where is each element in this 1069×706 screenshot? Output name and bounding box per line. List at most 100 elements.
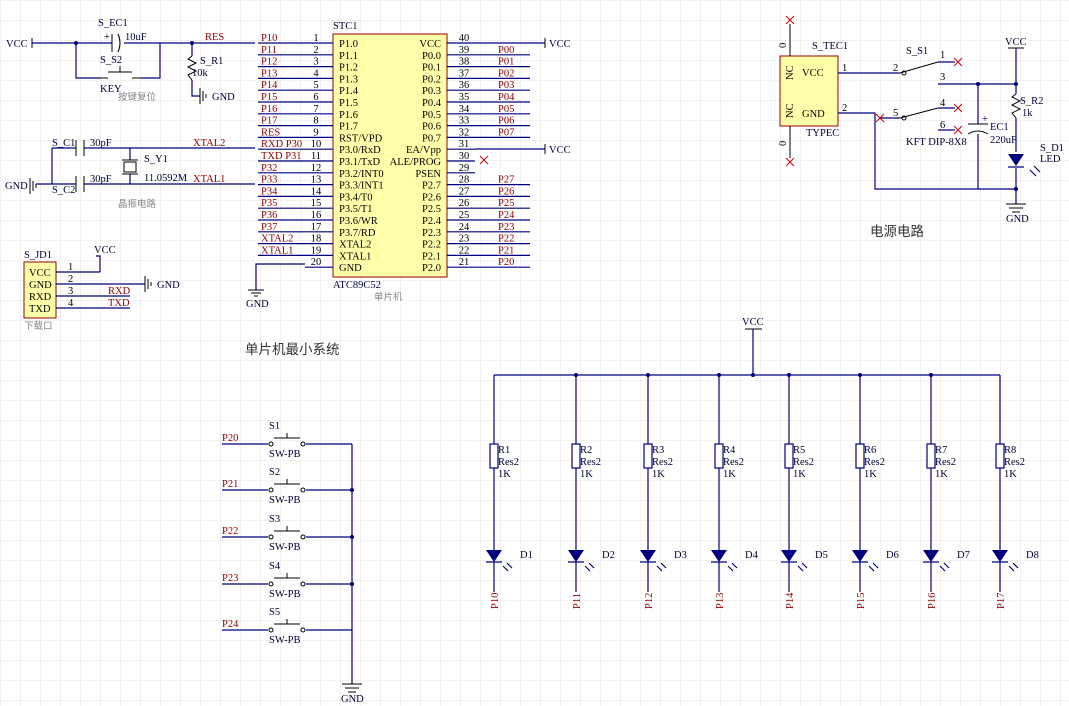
led-resistor-body: [784, 443, 794, 469]
button-contact-right: [300, 627, 306, 633]
download-pin-name: VCC: [29, 268, 51, 279]
led-resistor-ref: R5: [793, 445, 805, 456]
led-resistor-ref: R2: [580, 445, 592, 456]
button-type-label: SW-PB: [269, 589, 301, 600]
mcu-pin-name: P2.2: [422, 240, 441, 251]
mcu-pin-number: 34: [459, 104, 470, 115]
crystal-y1-ref: S_Y1: [144, 154, 168, 165]
button-ref: S3: [269, 514, 280, 525]
mcu-pin-number: 16: [311, 210, 322, 221]
reset-res-value: 10k: [192, 68, 209, 79]
r2-value: 1k: [1022, 108, 1033, 119]
gnd-symbol-mcu: [248, 289, 264, 297]
dip-label: KFT DIP-8X8: [906, 137, 967, 148]
dip-switch-blades: [899, 61, 939, 119]
mcu-pin-number: 6: [313, 92, 318, 103]
button-actuator: [274, 619, 300, 625]
mcu-pin-number: 9: [313, 127, 318, 138]
led-diode-bar: [852, 561, 879, 572]
download-pin-number: 2: [68, 274, 73, 285]
mcu-pin-number: 10: [311, 139, 322, 150]
mcu-pin-name: P0.6: [422, 122, 441, 133]
led-resistor-value: 1K: [935, 469, 948, 480]
mcu-pin-name: VCC: [419, 39, 441, 50]
led-diode-bar: [568, 561, 595, 572]
dip-contact-5: [901, 115, 907, 121]
mcu-pin-name: P2.5: [422, 204, 441, 215]
section-title-mcu: 单片机最小系统: [245, 342, 340, 358]
mcu-pin-number: 32: [459, 127, 470, 138]
button-net-label: P21: [222, 479, 238, 490]
mcu-pin-name: P3.6/WR: [339, 216, 378, 227]
led-net-label: P14: [785, 592, 796, 609]
button-actuator: [274, 573, 300, 579]
button-net-label: P22: [222, 526, 238, 537]
dip-pin-3: 3: [940, 72, 945, 83]
button-gnd-junction: [350, 582, 354, 586]
mcu-net-label: P04: [498, 92, 515, 103]
mcu-chip[interactable]: STC1 1P1.0P102P1.1P113P1.2P124P1.3P135P1…: [246, 21, 571, 310]
led-net-label: P13: [715, 593, 726, 609]
led-resistor-type: Res2: [793, 457, 814, 468]
mcu-pin-name: P2.7: [422, 181, 441, 192]
download-net-label: TXD: [108, 298, 130, 309]
mcu-pin-number: 36: [459, 80, 470, 91]
led-diode-ref: D6: [886, 550, 899, 561]
typec-nc-pin-bottom: 0: [778, 141, 789, 146]
mcu-pin-number: 19: [311, 245, 322, 256]
mcu-pin-number: 37: [459, 68, 470, 79]
typec-body[interactable]: [779, 55, 839, 127]
button-net-label: P24: [222, 619, 239, 630]
reset-vcc-label: VCC: [6, 39, 28, 50]
mcu-pin-number: 40: [459, 33, 470, 44]
led-label: LED: [1040, 154, 1061, 165]
led-diode-ref: D3: [674, 550, 687, 561]
button-contact-right: [300, 534, 306, 540]
mcu-gnd-wire: [255, 263, 305, 290]
mcu-pin-number: 29: [459, 163, 470, 174]
mcu-pin-number: 3: [313, 57, 318, 68]
reset-key-wire: [75, 43, 161, 79]
mcu-pin-name: P1.1: [339, 51, 358, 62]
mcu-pin-number: 39: [459, 45, 470, 56]
button-type-label: SW-PB: [269, 542, 301, 553]
mcu-net-label: P00: [498, 45, 514, 56]
mcu-pin-number: 35: [459, 92, 470, 103]
reset-res-net: RES: [205, 32, 224, 43]
reset-key-contacts: [100, 66, 140, 79]
mcu-pin-number: 30: [459, 151, 470, 162]
mcu-pin-name: P0.3: [422, 86, 441, 97]
mcu-pin-name: P3.0/RxD: [339, 145, 381, 156]
mcu-pin-number: 12: [311, 163, 322, 174]
dip-pin-2: 2: [893, 63, 898, 74]
led-resistor-type: Res2: [498, 457, 519, 468]
mcu-net-label: P01: [498, 57, 514, 68]
led-array-vcc-label: VCC: [742, 317, 764, 328]
button-contact-left: [268, 441, 274, 447]
reset-circuit: VCC S_EC1 10uF + RES S_S2 KEY 按键复位 S_R1 …: [6, 18, 255, 104]
mcu-pin-number: 15: [311, 198, 322, 209]
typec-pin-vcc: VCC: [802, 68, 824, 79]
mcu-pin-name: P0.1: [422, 63, 441, 74]
reset-key-ref: S_S2: [100, 55, 122, 66]
mcu-pin-number: 17: [311, 222, 322, 233]
led-net-label: P11: [572, 593, 583, 609]
mcu-pin-number: 4: [313, 68, 319, 79]
led-diode-symbol: [992, 550, 1008, 562]
download-pin-name: RXD: [29, 292, 52, 303]
mcu-pin-number: 33: [459, 116, 470, 127]
reset-cap-ref: S_EC1: [98, 18, 128, 29]
mcu-pin-name: P0.0: [422, 51, 441, 62]
mcu-pin-name: P3.4/T0: [339, 192, 373, 203]
led-resistor-value: 1K: [864, 469, 877, 480]
mcu-net-label: P07: [498, 127, 514, 138]
